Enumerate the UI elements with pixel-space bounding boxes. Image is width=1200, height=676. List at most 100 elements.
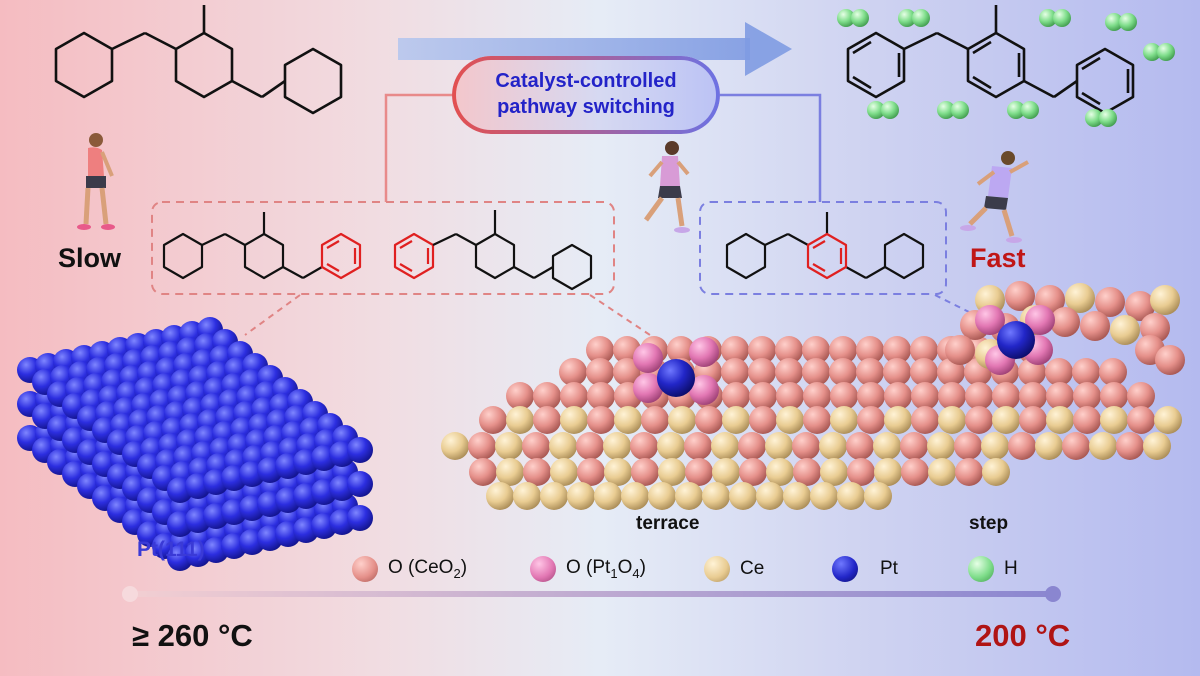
pt-atom (347, 471, 373, 497)
o-ceo2-atom (910, 336, 938, 364)
o-ceo2-atom (803, 406, 831, 434)
ce-atom (830, 406, 858, 434)
o-ceo2-atom (1116, 432, 1144, 460)
ce-atom (729, 482, 757, 510)
o-ceo2-atom (883, 358, 911, 386)
o-ceo2-atom (739, 458, 767, 486)
o-ceo2-atom (1019, 382, 1047, 410)
o-ceo2-atom (533, 382, 561, 410)
o-ceo2-atom (738, 432, 766, 460)
o-ceo2-atom (1072, 358, 1100, 386)
o-ceo2-atom (803, 382, 831, 410)
o-ceo2-atom (776, 382, 804, 410)
o-ceo2-atom (576, 432, 604, 460)
o-ceo2-atom (631, 458, 659, 486)
ce-atom (938, 406, 966, 434)
connector-right (720, 93, 822, 202)
ceo2-surface (441, 281, 1185, 510)
legend-item-o-ceo2: O (CeO2) (352, 552, 467, 586)
o-ceo2-atom (965, 406, 993, 434)
ce-atom-icon (704, 556, 730, 582)
ce-atom (614, 406, 642, 434)
pill-line-1: Catalyst-controlled (495, 70, 677, 92)
ce-atom (783, 482, 811, 510)
o-ceo2-atom (911, 382, 939, 410)
o-ceo2-atom (685, 458, 713, 486)
o-ceo2-atom (749, 406, 777, 434)
o-ceo2-atom (577, 458, 605, 486)
intermediate-2 (393, 210, 593, 291)
ce-atom (549, 432, 577, 460)
o-ceo2-atom (749, 382, 777, 410)
o-pt1o4-atom (975, 305, 1005, 335)
o-pt1o4-atom (689, 337, 719, 367)
ce-atom (722, 406, 750, 434)
ce-atom (864, 482, 892, 510)
o-ceo2-atom (469, 458, 497, 486)
ce-atom (981, 432, 1009, 460)
legend-item-pt: Pt (832, 552, 898, 586)
o-ceo2-atom (829, 336, 857, 364)
ce-atom (1150, 285, 1180, 315)
o-ceo2-atom (938, 382, 966, 410)
ce-atom (927, 432, 955, 460)
o-ceo2-atom (900, 432, 928, 460)
o-ceo2-atom (559, 358, 587, 386)
o-ceo2-atom (1127, 382, 1155, 410)
o-ceo2-atom (910, 358, 938, 386)
o-ceo2-atom (684, 432, 712, 460)
legend-label-h: H (1004, 558, 1018, 579)
temperature-high-label: ≥ 260 °C (132, 618, 253, 653)
ce-atom (1100, 406, 1128, 434)
pointer-pt (244, 294, 301, 336)
o-ceo2-atom (884, 382, 912, 410)
o-ceo2-atom (883, 336, 911, 364)
o-ceo2-atom (829, 358, 857, 386)
o-ceo2-atom (802, 358, 830, 386)
o-ceo2-atom (1019, 406, 1047, 434)
o-ceo2-atom (954, 432, 982, 460)
ce-atom (992, 406, 1020, 434)
o-ceo2-atom (911, 406, 939, 434)
intermediates-box-pt (151, 201, 615, 295)
o-ceo2-atom (533, 406, 561, 434)
o-ceo2-atom (722, 382, 750, 410)
intermediate-1 (162, 212, 362, 280)
legend-label-ce: Ce (740, 558, 765, 579)
o-ceo2-atom (955, 458, 983, 486)
ce-atom (712, 458, 740, 486)
ce-atom (567, 482, 595, 510)
o-ceo2-atom (1095, 287, 1125, 317)
o-ceo2-atom (586, 358, 614, 386)
ce-atom (1046, 406, 1074, 434)
step-label: step (969, 513, 1009, 534)
o-ceo2-atom (468, 432, 496, 460)
pt-atom (347, 437, 373, 463)
pt-atom (347, 505, 373, 531)
h-atom-icon (968, 556, 994, 582)
ce-atom (550, 458, 578, 486)
temperature-low-label: 200 °C (975, 618, 1071, 653)
o-ceo2-atom (775, 358, 803, 386)
temperature-axis (122, 586, 1061, 602)
o-ceo2-atom (857, 382, 885, 410)
ce-atom (1154, 406, 1182, 434)
ce-atom (1143, 432, 1171, 460)
slow-label: Slow (58, 243, 122, 273)
ce-atom (1065, 283, 1095, 313)
pill-line-2: pathway switching (497, 96, 675, 118)
o-ceo2-atom (792, 432, 820, 460)
ce-atom (1035, 432, 1063, 460)
o-ceo2-atom (587, 382, 615, 410)
o-ceo2-atom (695, 406, 723, 434)
tired-runner-icon (77, 133, 115, 230)
pt-atom-icon (832, 556, 858, 582)
o-pt1o4-atom-icon (530, 556, 556, 582)
o-ceo2-atom (641, 406, 669, 434)
pt-single-atom (997, 321, 1035, 359)
o-ceo2-atom (1018, 358, 1046, 386)
ce-atom (657, 432, 685, 460)
pt111-slab (17, 317, 373, 571)
ce-atom (668, 406, 696, 434)
o-ceo2-atom (721, 358, 749, 386)
